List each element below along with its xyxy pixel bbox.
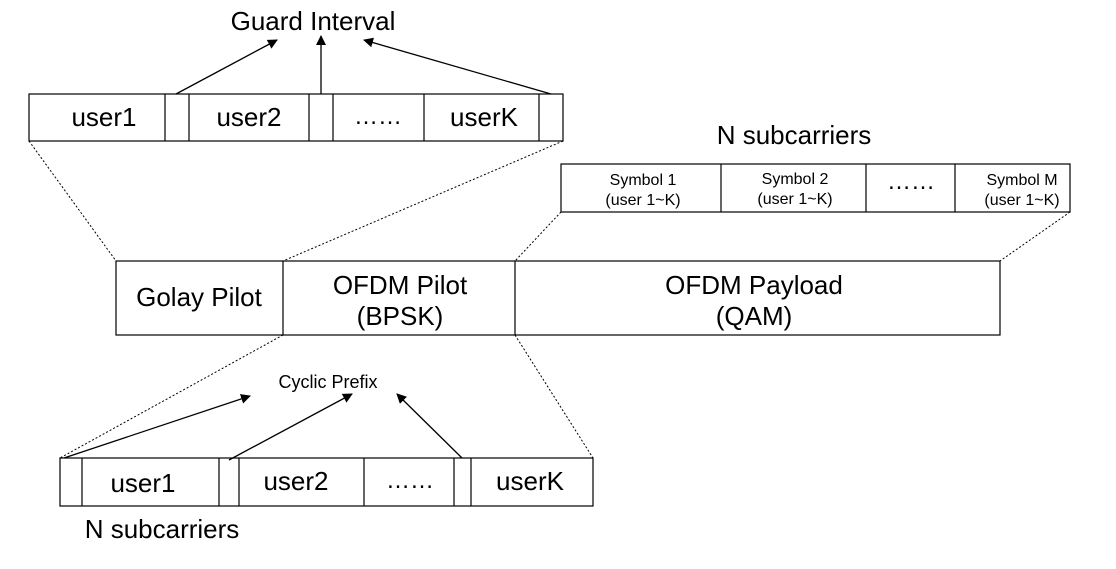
bottom-subcarriers-label: N subcarriers (85, 514, 240, 544)
guard-arrow-left (175, 39, 278, 95)
cyclic-prefix-label: Cyclic Prefix (278, 372, 377, 392)
cyclic-arrow-left (63, 394, 251, 459)
ofdm-pilot-label: OFDM Pilot (333, 270, 468, 300)
golay-pilot-label: Golay Pilot (136, 282, 262, 312)
bottom-zoom-line-left (59, 334, 284, 459)
bottom-zoom-line-right (514, 334, 594, 459)
bottom-cell-user2: user2 (263, 466, 328, 496)
symbol-ellipsis: …… (887, 168, 935, 195)
bottom-frame-outline (59, 457, 594, 507)
symbol-1-users: (user 1~K) (605, 192, 680, 209)
bottom-cell-user1: user1 (110, 468, 175, 498)
guard-arrow-right (363, 37, 552, 95)
guard-interval-frame: Guard Interval user1 user2 …… userK (28, 6, 564, 262)
top-cell-user2: user2 (216, 102, 281, 132)
payload-symbols-outline (560, 163, 1071, 213)
cyclic-prefix-frame: Cyclic Prefix user1 user2 …… userK N sub… (59, 334, 594, 544)
payload-zoom-line-left (514, 211, 562, 262)
top-cell-userk: userK (450, 102, 519, 132)
symbol-2-label: Symbol 2 (762, 171, 829, 188)
top-cell-user1: user1 (71, 102, 136, 132)
cyclic-arrow-middle (228, 393, 353, 461)
cyclic-arrow-right (396, 393, 463, 459)
symbol-1-label: Symbol 1 (610, 172, 677, 189)
top-cell-ellipsis: …… (354, 103, 402, 130)
top-zoom-line-left (28, 140, 117, 262)
symbol-m-users: (user 1~K) (984, 192, 1059, 209)
ofdm-payload-modulation: (QAM) (716, 301, 793, 331)
bottom-cell-userk: userK (496, 466, 565, 496)
bottom-cell-ellipsis: …… (386, 467, 434, 494)
payload-symbols-frame: N subcarriers Symbol 1 (user 1~K) Symbol… (514, 120, 1071, 262)
main-frame-outline (115, 260, 1001, 336)
guard-interval-label: Guard Interval (231, 6, 396, 36)
payload-subcarriers-label: N subcarriers (717, 120, 872, 150)
top-frame-outline (28, 93, 564, 142)
ofdm-payload-label: OFDM Payload (665, 270, 843, 300)
symbol-m-label: Symbol M (986, 172, 1057, 189)
main-frame: Golay Pilot OFDM Pilot (BPSK) OFDM Paylo… (115, 260, 1001, 336)
top-zoom-line-right (282, 140, 564, 262)
ofdm-pilot-modulation: (BPSK) (357, 301, 444, 331)
symbol-2-users: (user 1~K) (757, 191, 832, 208)
payload-zoom-line-right (999, 211, 1071, 262)
